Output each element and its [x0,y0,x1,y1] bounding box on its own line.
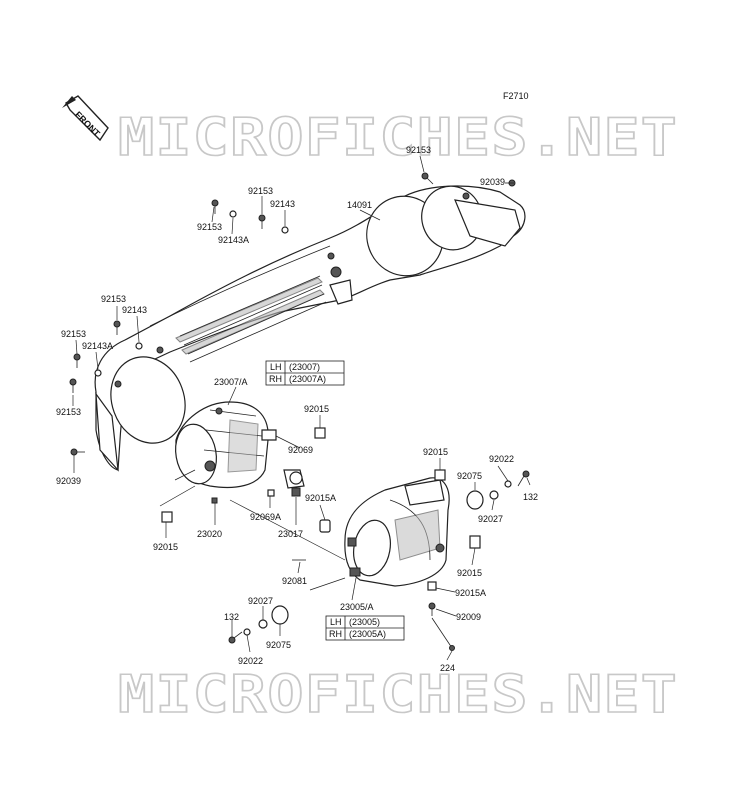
callout-label: 23017 [278,529,303,539]
collar-icon [258,619,268,629]
clip-icon [161,511,173,523]
callout-label: 92153 [61,329,86,339]
bolt-icon [517,470,530,487]
callout-label: 92143A [82,341,113,351]
clip-icon [434,469,446,481]
box-lower-lh-part: (23005) [349,617,380,627]
callout-label: 92022 [489,454,514,464]
clip-icon [319,519,331,533]
box-upper-rh: RH [269,374,282,384]
callout-label: 92015A [455,588,486,598]
callout-label: 92143A [218,235,249,245]
headlight-lower-part-23005 [344,477,450,587]
callout-label: 92015 [423,447,448,457]
watermark-bottom: MICROFICHES.NET [118,665,678,725]
callout-label: 23020 [197,529,222,539]
grommet-icon [271,605,289,625]
adjuster-screw-icon [431,617,455,651]
cowl-part-14091 [94,185,526,472]
callout-label: 92015 [153,542,178,552]
callout-label: 132 [224,612,239,622]
clip-icon [314,427,326,439]
callout-label: 92143 [122,305,147,315]
callout-label: 92153 [101,294,126,304]
box-upper-lh: LH [270,362,282,372]
washer-icon [243,628,251,636]
callout-label: 92039 [480,177,505,187]
watermark-top: MICROFICHES.NET [118,108,678,168]
screw-icon [211,497,218,504]
box-lower-rh: RH [329,629,342,639]
box-upper-lh-part: (23007) [289,362,320,372]
headlight-upper-part-23007 [175,401,277,489]
callout-label: 92075 [457,471,482,481]
bolt-icon [228,631,243,644]
callout-label: 92022 [238,656,263,666]
callout-label: 92015 [304,404,329,414]
callout-label: 23007/A [214,377,248,387]
leader-lines [72,155,531,661]
variant-table-upper: LH (23007) RH (23007A) [265,360,345,386]
callout-label: 92153 [56,407,81,417]
callout-label: 92027 [478,514,503,524]
box-lower-lh: LH [330,617,342,627]
callout-label: 23005/A [340,602,374,612]
variant-table-lower: LH (23005) RH (23005A) [325,615,405,641]
clip-icon [469,535,481,549]
callout-label: 14091 [347,200,372,210]
callout-label: 92075 [266,640,291,650]
bulb-icon [283,469,305,497]
callout-label: 92027 [248,596,273,606]
collar-icon [489,490,499,500]
screw-icon [428,602,436,616]
callout-label: 92153 [406,145,431,155]
callout-label: 92153 [248,186,273,196]
grommet-icon [267,489,275,497]
callout-label: 92069A [250,512,281,522]
callout-label: 92015A [305,493,336,503]
callout-label: 132 [523,492,538,502]
clip-icon [427,581,437,591]
box-lower-rh-part: (23005A) [349,629,386,639]
callout-labels: 92153 92039 14091 92153 92143 92153 9214… [56,145,538,673]
figure-code: F2710 [503,91,529,101]
callout-label: 92069 [288,445,313,455]
grommet-icon [466,490,484,510]
callout-label: 224 [440,663,455,673]
box-upper-rh-part: (23007A) [289,374,326,384]
callout-label: 92015 [457,568,482,578]
callout-label: 92143 [270,199,295,209]
front-arrow-icon: FRONT [62,95,109,142]
callout-label: 92039 [56,476,81,486]
callout-label: 92153 [197,222,222,232]
callout-label: 92009 [456,612,481,622]
callout-label: 92081 [282,576,307,586]
washer-icon [504,480,512,488]
